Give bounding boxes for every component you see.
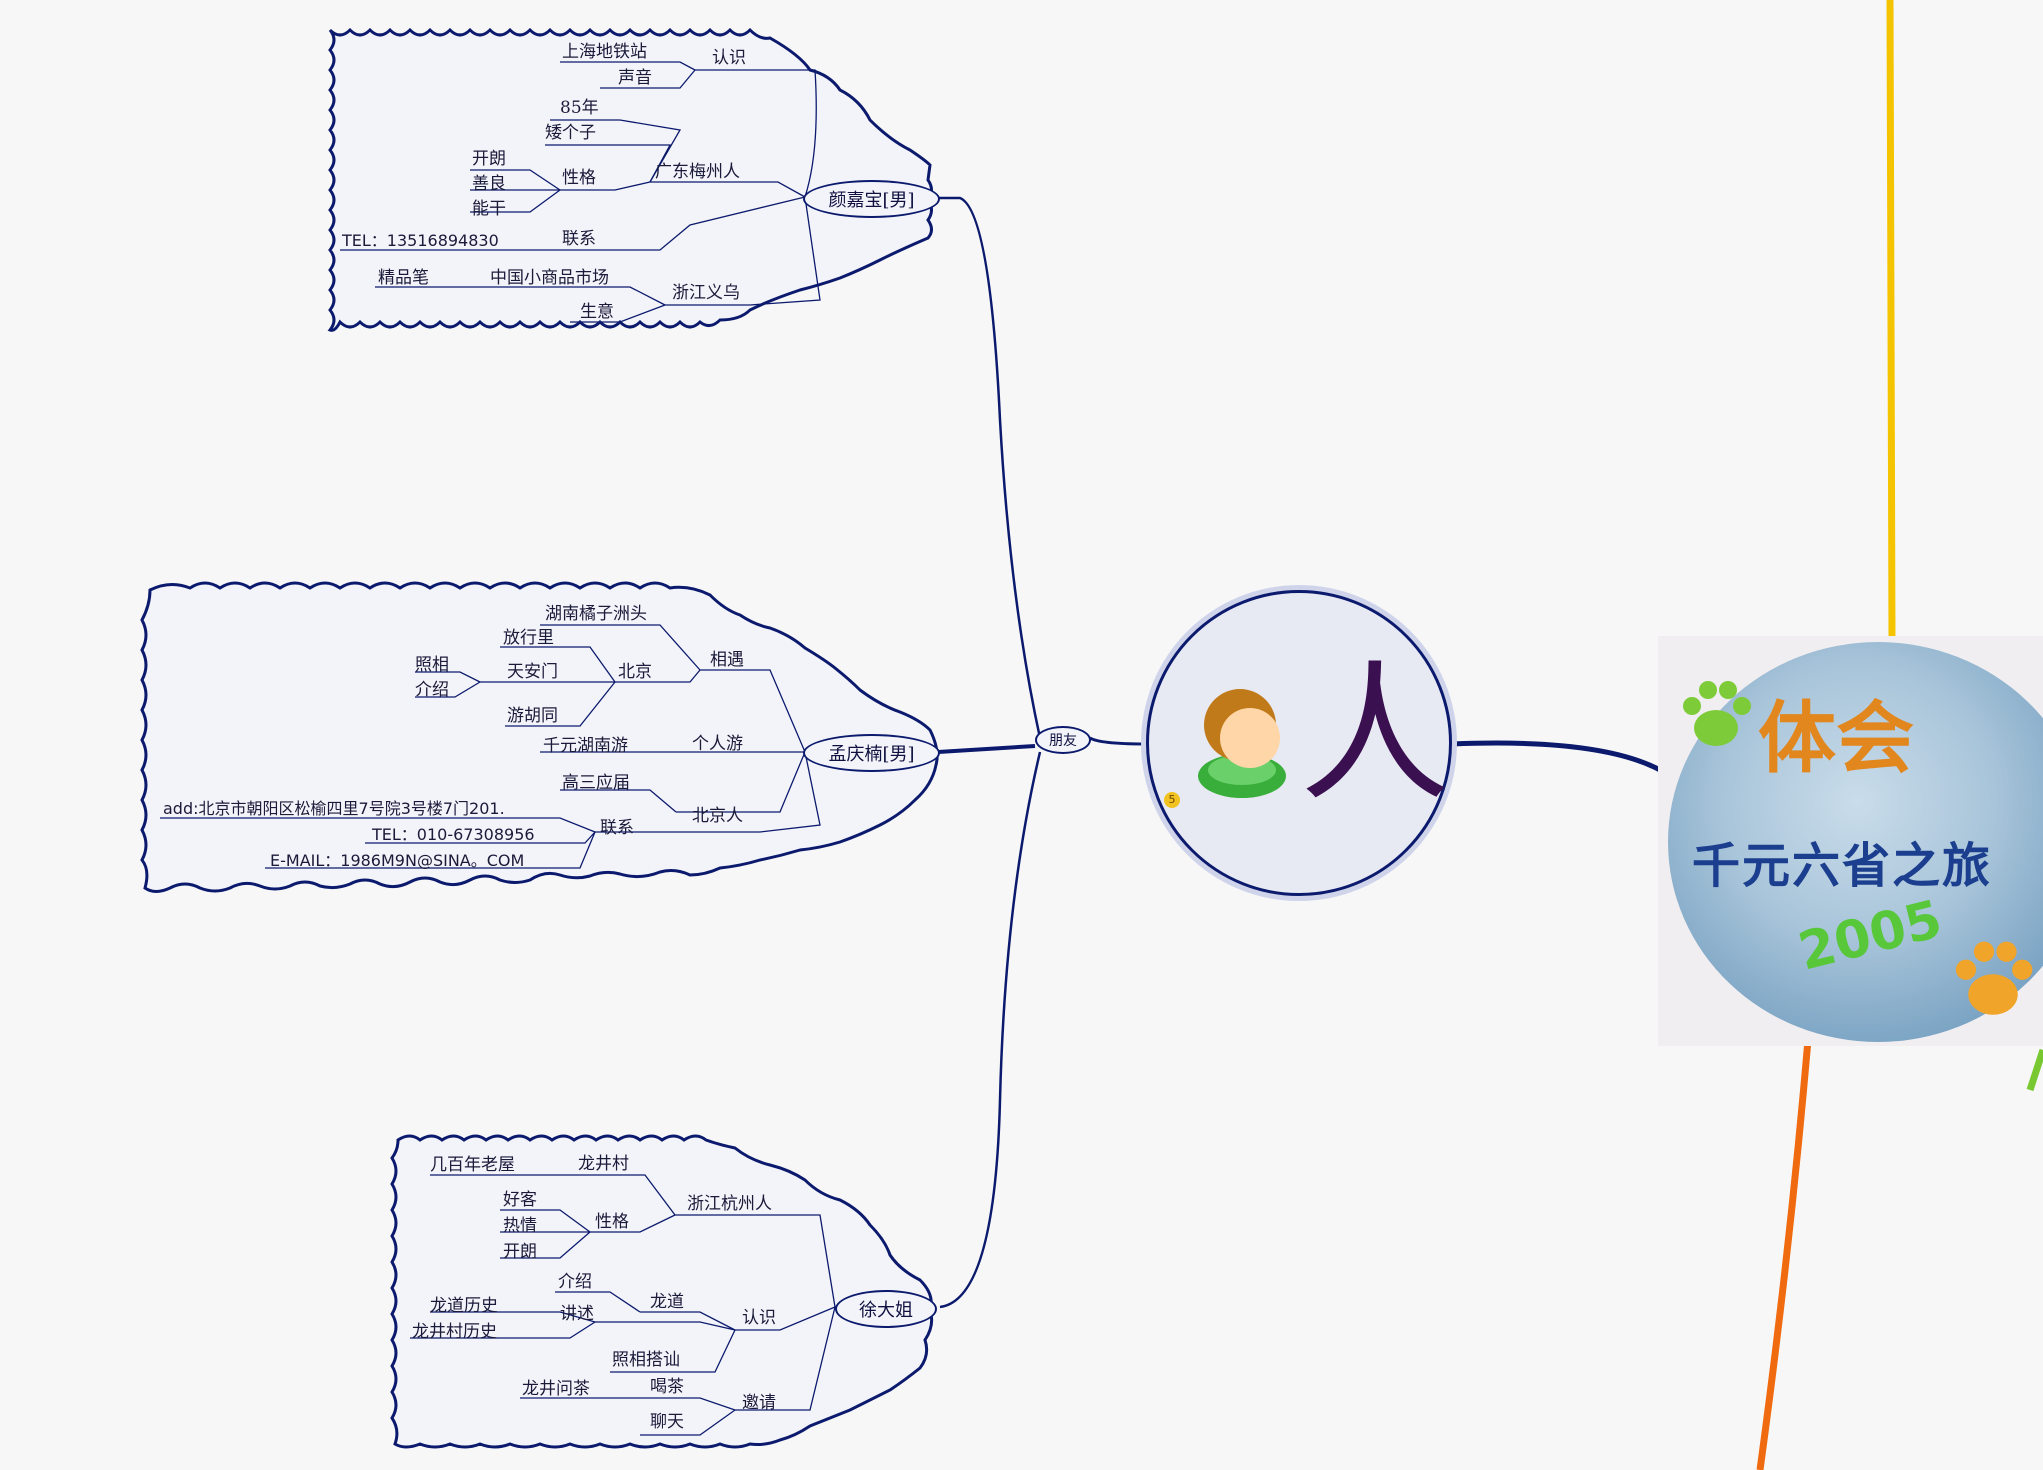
friend-name: 颜嘉宝[男] (828, 190, 915, 211)
topic-label[interactable]: 千元湖南游 (543, 736, 628, 756)
friend3-lines (410, 1174, 836, 1436)
branch-orange (1756, 1039, 1812, 1470)
topic-label[interactable]: 介绍 (415, 680, 449, 700)
hub-friend2-link (937, 744, 1036, 754)
center-hub-link (1089, 736, 1147, 746)
topic-label[interactable]: 聊天 (650, 1412, 684, 1432)
topic-label[interactable]: 龙井村历史 (412, 1322, 497, 1342)
logo-image: 体会 千元六省之旅 2005 (1658, 636, 2043, 1046)
topic-label[interactable]: 天安门 (507, 662, 558, 682)
topic-label[interactable]: 照相 (415, 655, 449, 675)
person-icon (1198, 689, 1286, 798)
topic-label[interactable]: add:北京市朝阳区松榆四里7号院3号楼7门201. (163, 799, 505, 818)
topic-label[interactable]: 上海地铁站 (562, 42, 647, 62)
topic-label[interactable]: 邀请 (742, 1393, 776, 1413)
topic-label[interactable]: 性格 (562, 168, 596, 188)
center-logo-link (1451, 740, 1662, 773)
topic-label[interactable]: 性格 (595, 1212, 629, 1232)
topic-label[interactable]: 中国小商品市场 (490, 268, 609, 288)
topic-label[interactable]: TEL：010-67308956 (372, 825, 535, 844)
center-node[interactable] (1146, 590, 1452, 896)
hub-node[interactable]: 朋友 (1035, 726, 1091, 754)
topic-label[interactable]: 个人游 (692, 734, 743, 754)
branch-green (2026, 1048, 2043, 1092)
topic-label[interactable]: 浙江杭州人 (687, 1194, 772, 1214)
topic-label[interactable]: 北京人 (692, 806, 743, 826)
topic-label[interactable]: 85年 (560, 98, 599, 118)
hub-label: 朋友 (1049, 733, 1077, 749)
topic-label[interactable]: 广东梅州人 (655, 162, 740, 182)
topic-label[interactable]: TEL：13516894830 (342, 231, 499, 250)
hub-friend3-link (939, 751, 1042, 1309)
topic-label[interactable]: 湖南橘子洲头 (545, 604, 647, 624)
topic-label[interactable]: 龙道历史 (430, 1296, 498, 1316)
boundary-friend1 (327, 27, 933, 332)
topic-label[interactable]: 照相搭讪 (612, 1350, 680, 1370)
topic-label[interactable]: 认识 (742, 1308, 776, 1328)
topic-label[interactable]: 龙井问茶 (522, 1379, 590, 1399)
friend-node-3[interactable]: 徐大姐 (835, 1290, 937, 1328)
topic-label[interactable]: 认识 (712, 48, 746, 68)
topic-label[interactable]: 声音 (618, 68, 652, 88)
topic-label[interactable]: 龙井村 (578, 1154, 629, 1174)
paw-icon-orange (1955, 941, 2033, 1015)
friend1-lines (340, 61, 821, 323)
topic-label[interactable]: 介绍 (558, 1272, 592, 1292)
topic-label[interactable]: E-MAIL：1986M9N@SINA。COM (270, 851, 525, 870)
topic-label[interactable]: 好客 (503, 1190, 537, 1210)
topic-label[interactable]: 放行里 (503, 628, 554, 648)
topic-label[interactable]: 浙江义乌 (672, 283, 740, 303)
count-badge: 5 (1164, 792, 1180, 808)
topic-label[interactable]: 讲述 (560, 1304, 594, 1324)
topic-label[interactable]: 联系 (562, 229, 596, 249)
friend-name: 徐大姐 (859, 1300, 913, 1321)
boundary-friend3 (390, 1134, 934, 1449)
topic-label[interactable]: 几百年老屋 (430, 1155, 515, 1175)
friend2-lines (160, 624, 821, 869)
friend-node-2[interactable]: 孟庆楠[男] (803, 734, 940, 772)
topic-label[interactable]: 开朗 (503, 1242, 537, 1262)
topic-label[interactable]: 游胡同 (507, 706, 558, 726)
logo-globe (1668, 642, 2043, 1042)
logo-subtitle: 千元六省之旅 (1692, 838, 1993, 894)
topic-label[interactable]: 能干 (472, 199, 506, 219)
hub-friend1-link (936, 196, 1042, 739)
topic-label[interactable]: 高三应届 (562, 773, 630, 793)
topic-label[interactable]: 矮个子 (545, 123, 596, 143)
friend-name: 孟庆楠[男] (828, 744, 915, 765)
boundary-friend2 (140, 581, 939, 893)
topic-label[interactable]: 精品笔 (378, 268, 429, 288)
topic-label[interactable]: 生意 (580, 302, 614, 322)
topic-label[interactable]: 开朗 (472, 149, 506, 169)
topic-label[interactable]: 喝茶 (650, 1377, 684, 1397)
branch-yellow (1886, 0, 1896, 641)
topic-label[interactable]: 联系 (600, 818, 634, 838)
topic-label[interactable]: 龙道 (650, 1292, 684, 1312)
friend-node-1[interactable]: 颜嘉宝[男] (803, 180, 940, 218)
paw-icon (1683, 681, 1751, 746)
center-label: 人 (1300, 648, 1451, 822)
topic-label[interactable]: 相遇 (710, 650, 744, 670)
topic-label[interactable]: 北京 (618, 662, 652, 682)
logo-title: 体会 (1758, 693, 1915, 784)
topic-label[interactable]: 热情 (503, 1216, 537, 1236)
topic-label[interactable]: 善良 (472, 174, 506, 194)
